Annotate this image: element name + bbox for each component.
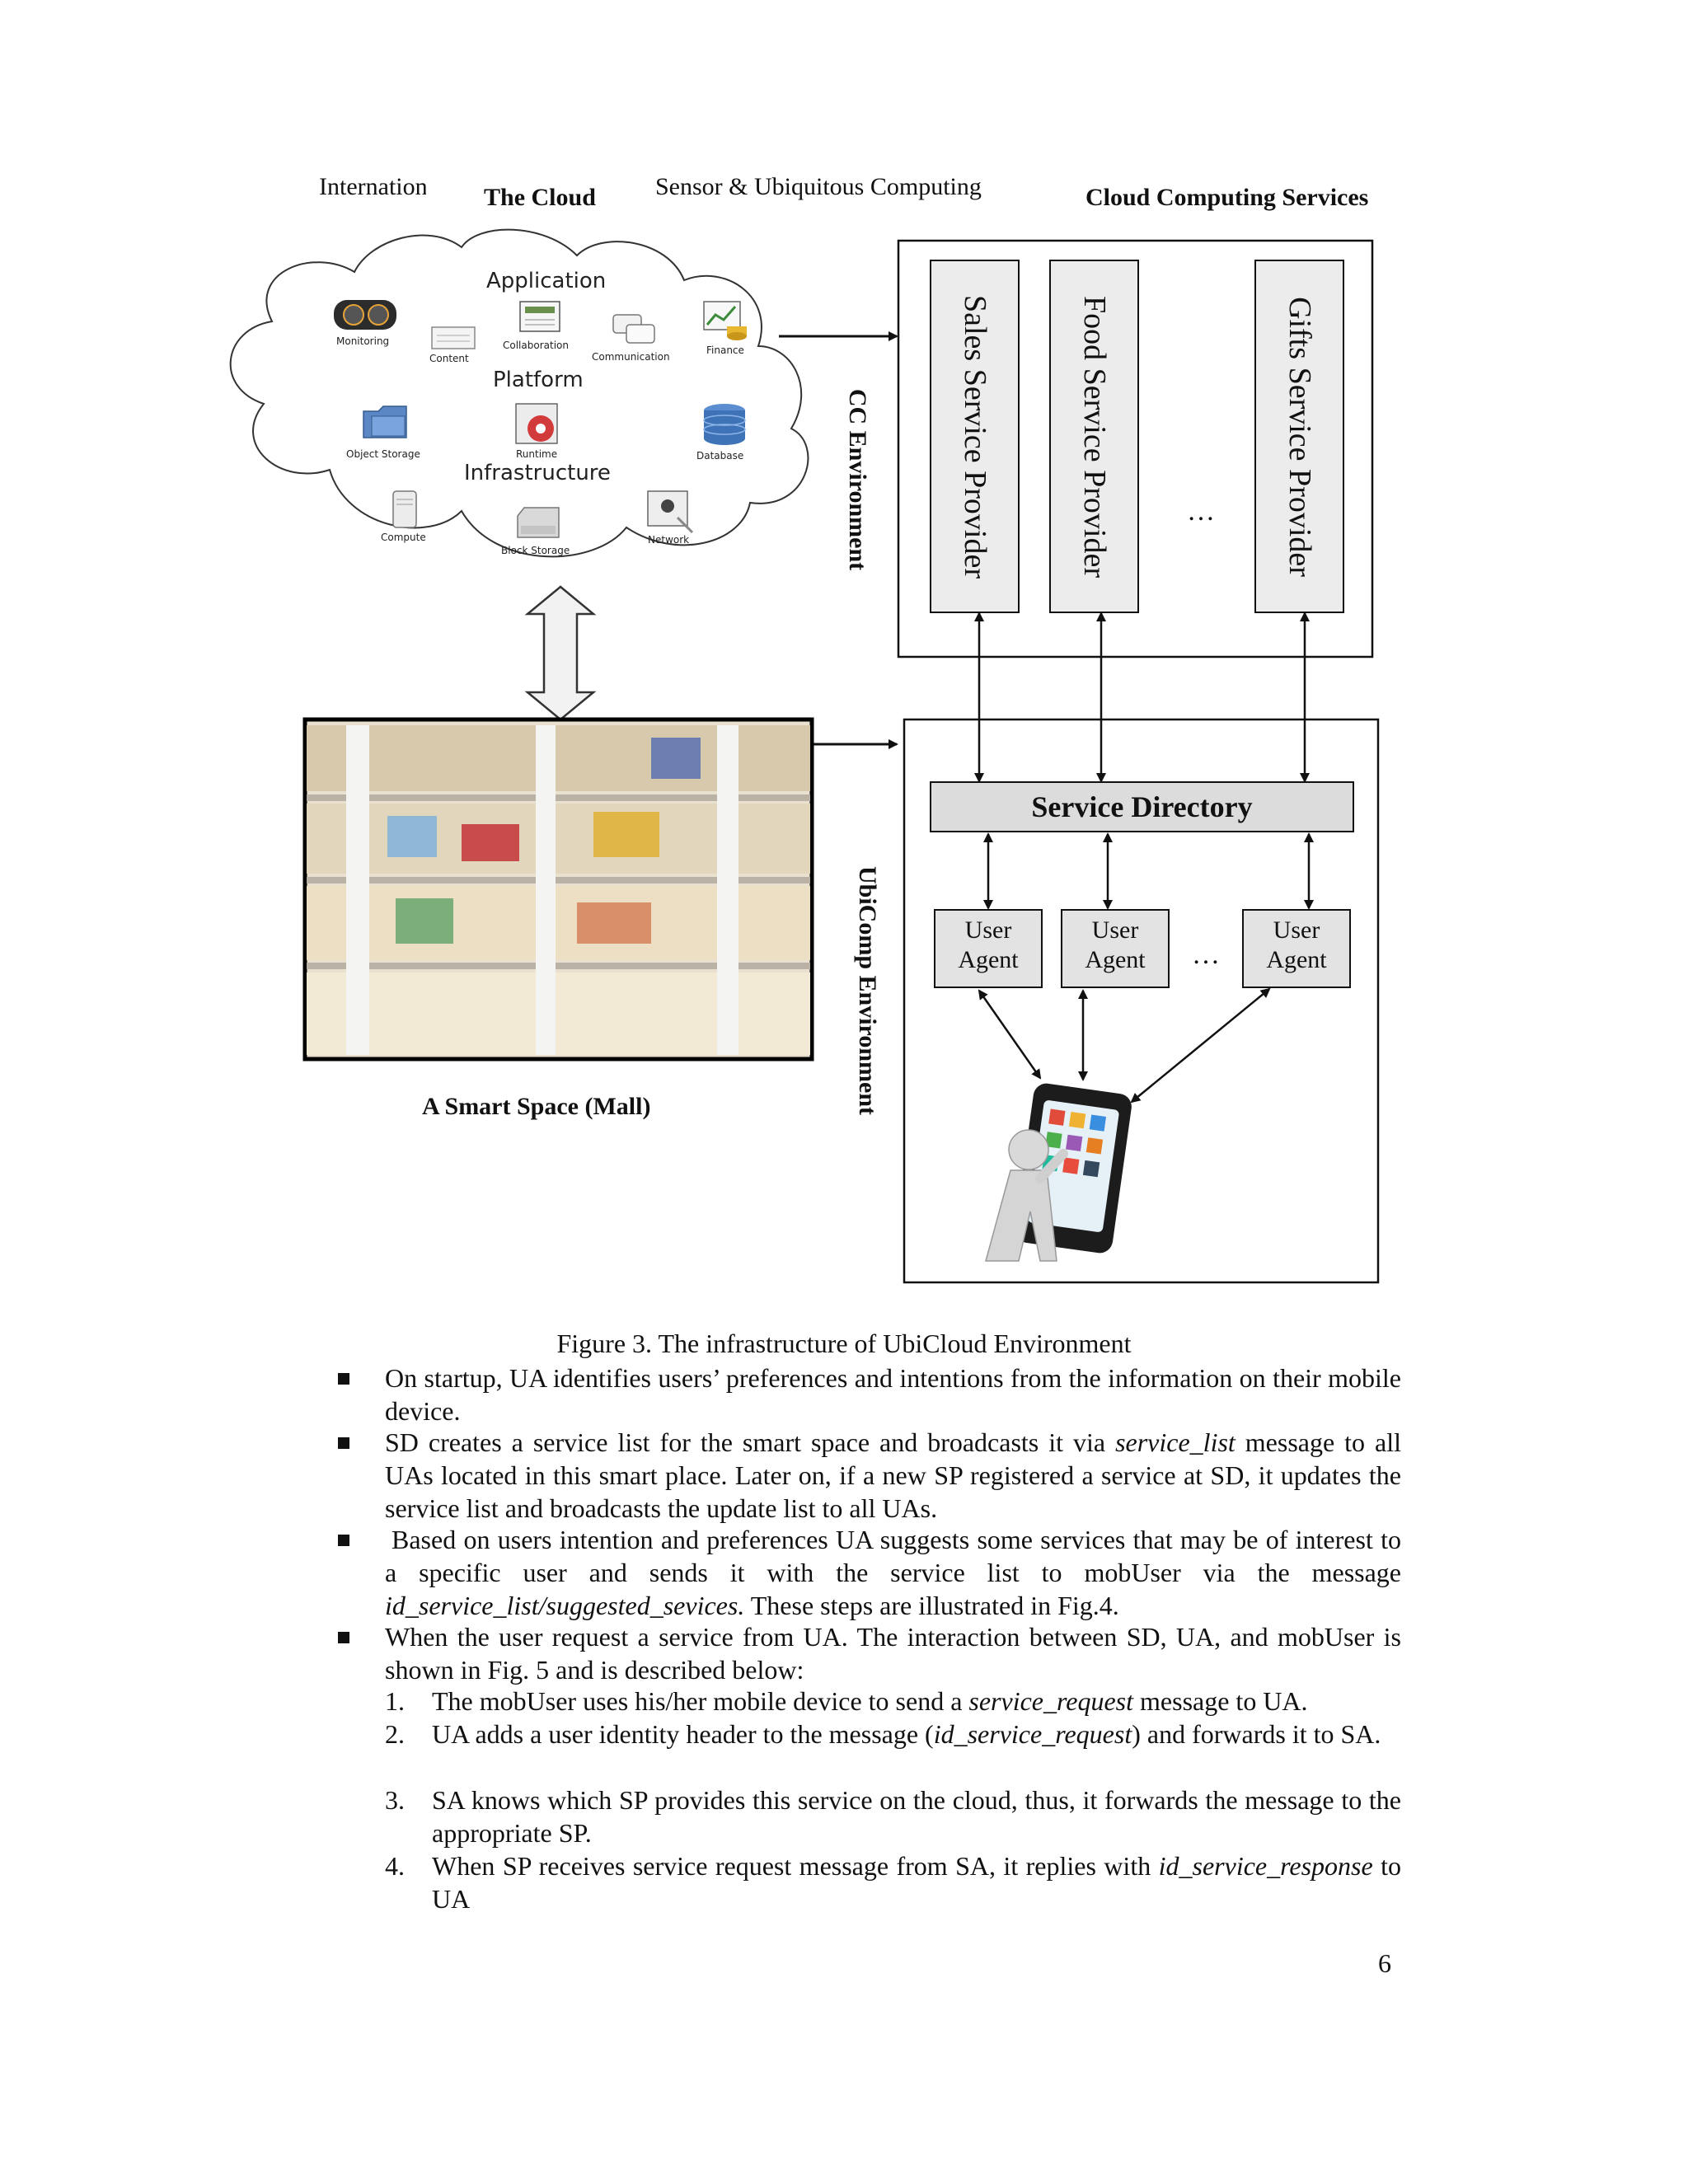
running-header-center: Sensor & Ubiquitous Computing bbox=[655, 173, 982, 200]
compute-label: Compute bbox=[381, 532, 426, 543]
user-agent-3-line2: Agent bbox=[1266, 946, 1327, 973]
b2-emphasis: service_list bbox=[1115, 1427, 1236, 1457]
step-2: UA adds a user identity header to the me… bbox=[432, 1718, 1401, 1750]
s4-text-2: to UA bbox=[432, 1851, 1402, 1914]
sales-service-provider: Sales Service Provider bbox=[930, 260, 1020, 613]
collaboration-label: Collaboration bbox=[503, 340, 569, 351]
step-number-3: 3. bbox=[385, 1785, 405, 1815]
cloud-layer-application: Application bbox=[486, 269, 607, 293]
finance-icon bbox=[701, 297, 750, 347]
user-agent-1-line1: User bbox=[964, 916, 1012, 944]
s2-text-1: UA adds a user identity header to the me… bbox=[432, 1719, 934, 1749]
mall-photo bbox=[302, 717, 814, 1062]
bullet-marker-4 bbox=[338, 1632, 349, 1643]
user-agent-1-line2: Agent bbox=[958, 946, 1019, 973]
content-label: Content bbox=[429, 353, 469, 364]
paragraph-bullet-2: SD creates a service list for the smart … bbox=[385, 1426, 1401, 1525]
step-number-4: 4. bbox=[385, 1851, 405, 1881]
database-icon bbox=[701, 402, 748, 452]
cloud-services-title: Cloud Computing Services bbox=[1085, 184, 1369, 211]
step-number-2: 2. bbox=[385, 1719, 405, 1749]
b3-emphasis: id_service_list/suggested_sevices. bbox=[385, 1591, 745, 1620]
gifts-service-provider-label: Gifts Service Provider bbox=[1282, 296, 1317, 577]
double-arrow-icon bbox=[524, 585, 597, 721]
s2-emphasis: id_service_request bbox=[933, 1719, 1132, 1749]
sales-service-provider-label: Sales Service Provider bbox=[957, 294, 992, 579]
service-directory: Service Directory bbox=[930, 781, 1354, 832]
user-agent-3: User Agent bbox=[1242, 909, 1351, 988]
runtime-icon bbox=[511, 401, 562, 451]
network-icon bbox=[645, 488, 696, 538]
network-label: Network bbox=[648, 534, 690, 546]
collaboration-icon bbox=[517, 297, 563, 339]
object-storage-icon bbox=[360, 401, 410, 447]
compute-icon bbox=[388, 488, 421, 535]
running-header-left: Internation bbox=[319, 173, 426, 200]
b3-text-1: Based on users intention and preferences… bbox=[385, 1525, 1401, 1587]
gifts-service-provider: Gifts Service Provider bbox=[1254, 260, 1344, 613]
object-storage-label: Object Storage bbox=[346, 448, 420, 460]
step-3: SA knows which SP provides this service … bbox=[432, 1785, 1401, 1848]
cloud-layer-infrastructure: Infrastructure bbox=[464, 461, 611, 485]
bullet-marker-2 bbox=[338, 1437, 349, 1449]
finance-label: Finance bbox=[706, 344, 744, 356]
monitoring-label: Monitoring bbox=[336, 335, 390, 347]
paragraph-bullet-4: When the user request a service from UA.… bbox=[385, 1622, 1401, 1685]
database-label: Database bbox=[696, 450, 744, 462]
mobile-user-illustration bbox=[985, 1083, 1132, 1262]
s2-text-2: ) and forwards it to SA. bbox=[1132, 1719, 1381, 1749]
s1-emphasis: service_request bbox=[968, 1686, 1134, 1716]
user-agent-3-line1: User bbox=[1273, 916, 1320, 944]
step-4: When SP receives service request message… bbox=[432, 1849, 1401, 1915]
step-1: The mobUser uses his/her mobile device t… bbox=[432, 1685, 1401, 1718]
paragraph-bullet-3: Based on users intention and preferences… bbox=[385, 1523, 1401, 1622]
mall-caption: A Smart Space (Mall) bbox=[422, 1093, 651, 1120]
food-service-provider: Food Service Provider bbox=[1049, 260, 1139, 613]
user-agent-2-line2: Agent bbox=[1085, 946, 1146, 973]
cc-environment-label: CC Environment bbox=[844, 388, 871, 571]
s4-text-1: When SP receives service request message… bbox=[432, 1851, 1159, 1881]
user-agent-2: User Agent bbox=[1061, 909, 1170, 988]
b2-text-2: message to all UAs located in this smart… bbox=[385, 1427, 1402, 1523]
s1-text-1: The mobUser uses his/her mobile device t… bbox=[432, 1686, 969, 1716]
monitoring-icon bbox=[332, 297, 398, 337]
s1-text-2: message to UA. bbox=[1133, 1686, 1308, 1716]
block-storage-label: Block Storage bbox=[501, 545, 570, 556]
provider-ellipsis: … bbox=[1187, 496, 1215, 527]
block-storage-icon bbox=[513, 504, 564, 546]
page-number: 6 bbox=[1378, 1948, 1391, 1978]
user-agent-1: User Agent bbox=[934, 909, 1043, 988]
paragraph-bullet-1: On startup, UA identifies users’ prefere… bbox=[385, 1363, 1401, 1426]
bullet-marker-1 bbox=[338, 1373, 349, 1385]
cloud-layer-platform: Platform bbox=[493, 368, 584, 392]
communication-label: Communication bbox=[592, 351, 670, 363]
content-icon bbox=[429, 324, 478, 356]
infrastructure-diagram bbox=[229, 228, 1380, 1284]
step-number-1: 1. bbox=[385, 1686, 405, 1716]
cloud-title: The Cloud bbox=[484, 184, 596, 211]
runtime-label: Runtime bbox=[516, 448, 558, 460]
user-agent-2-line1: User bbox=[1091, 916, 1139, 944]
s4-emphasis: id_service_response bbox=[1158, 1851, 1373, 1881]
bullet-marker-3 bbox=[338, 1535, 349, 1546]
communication-icon bbox=[610, 312, 658, 352]
agent-ellipsis: … bbox=[1192, 940, 1220, 970]
b2-text-1: SD creates a service list for the smart … bbox=[385, 1427, 1116, 1457]
ubicomp-environment-label: UbiComp Environment bbox=[854, 866, 881, 1115]
food-service-provider-label: Food Service Provider bbox=[1076, 295, 1112, 578]
b3-text-2: These steps are illustrated in Fig.4. bbox=[744, 1591, 1119, 1620]
figure-caption: Figure 3. The infrastructure of UbiCloud… bbox=[556, 1329, 1132, 1358]
